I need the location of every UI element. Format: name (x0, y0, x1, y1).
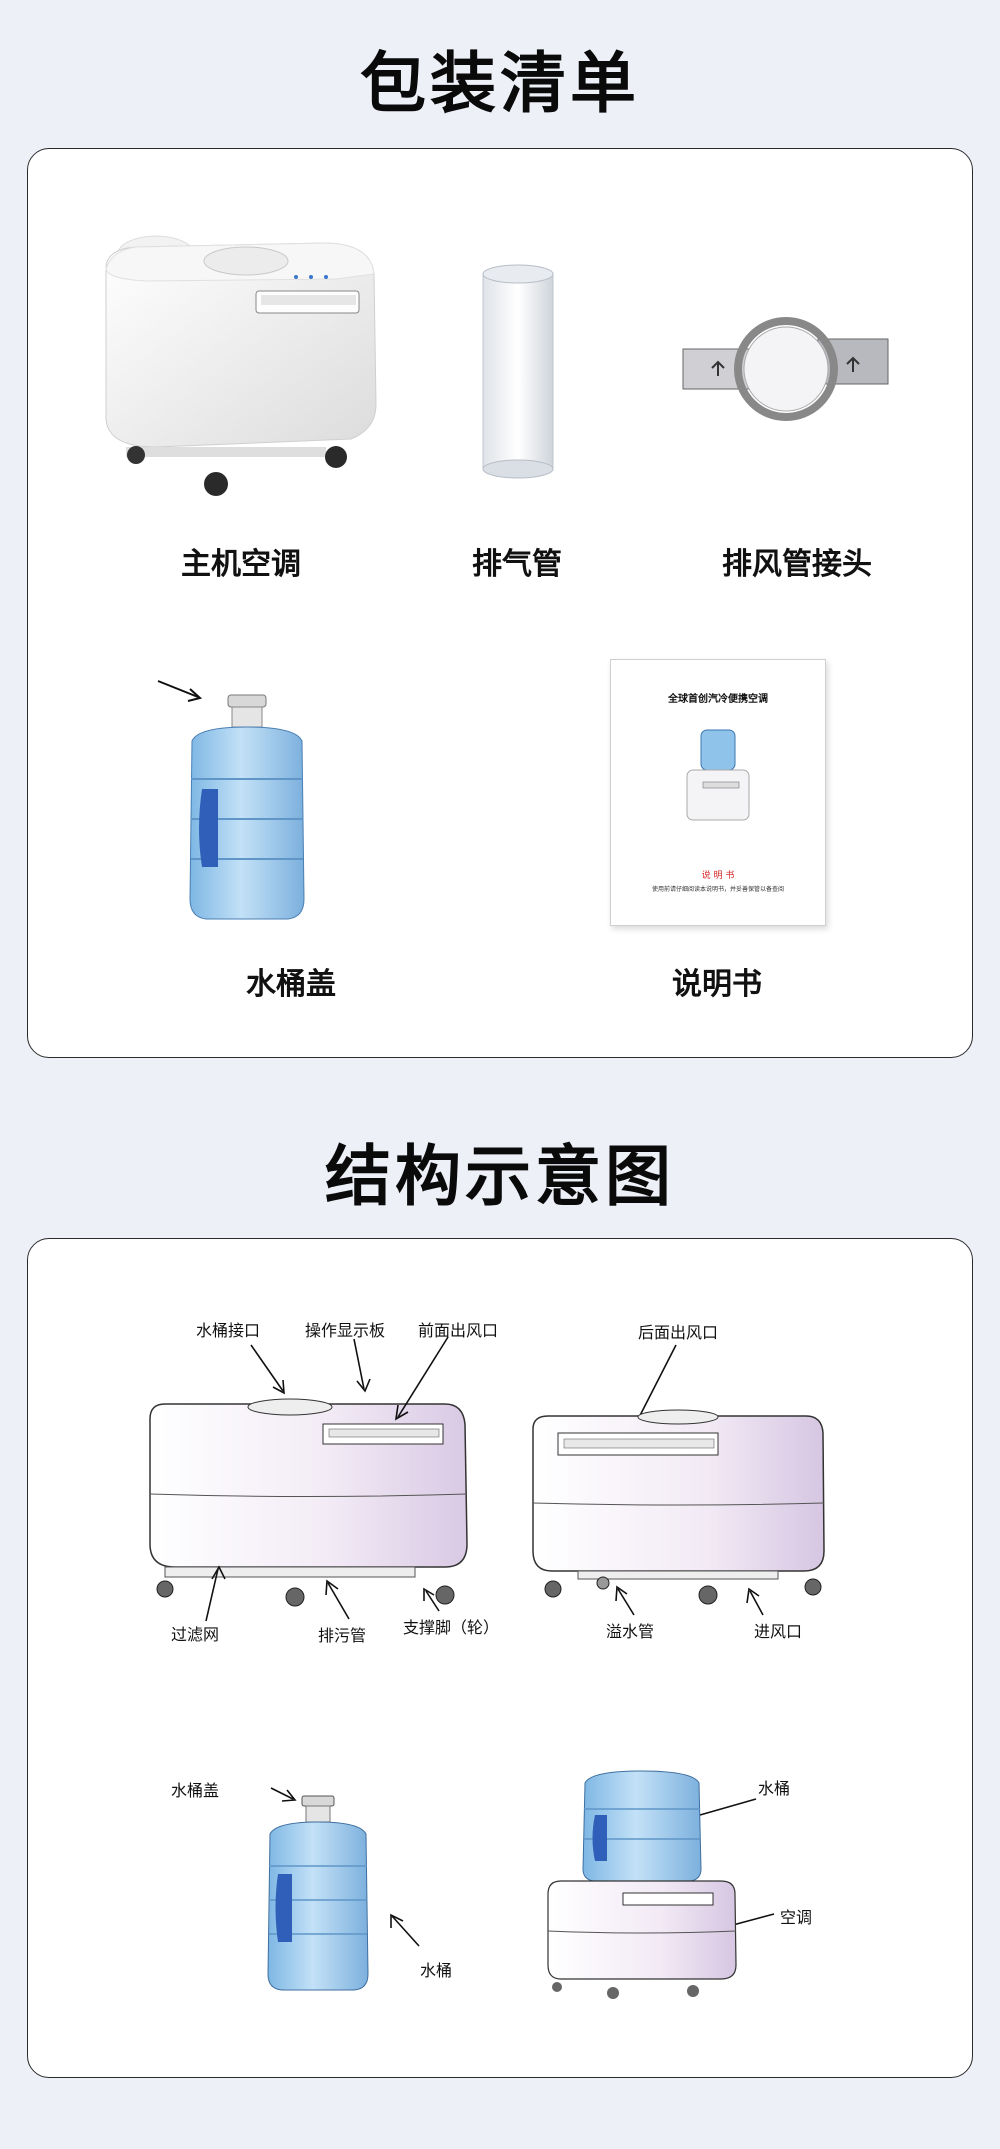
label-bucket-interface: 水桶接口 (196, 1321, 261, 1340)
assembled-view-unit (543, 1769, 743, 1999)
item-label-bucket-cap: 水桶盖 (246, 967, 336, 1002)
main-unit-image (96, 229, 386, 499)
back-view-unit (528, 1409, 828, 1611)
label-control-panel: 操作显示板 (305, 1321, 386, 1340)
label-bucket: 水桶 (420, 1961, 453, 1980)
manual-cover-title: 全球首创汽冷便携空调 (668, 694, 768, 705)
structure-card: 水桶接口 操作显示板 前面出风口 过滤网 排污管 支撑脚（轮） 后面出风口 溢水… (27, 1238, 973, 2078)
bucket-cap-image (157, 679, 338, 939)
label-support-wheels: 支撑脚（轮） (403, 1618, 500, 1637)
exhaust-pipe-image (478, 264, 558, 479)
manual-image: 全球首创汽冷便携空调 说 明 书 使用前请仔细阅读本说明书，并妥善保管以备查阅 (610, 659, 826, 926)
label-drain-pipe: 排污管 (318, 1626, 367, 1645)
item-label-main-unit: 主机空调 (181, 547, 301, 582)
manual-cover-subtitle: 说 明 书 (701, 871, 735, 881)
label-rear-outlet: 后面出风口 (638, 1323, 719, 1342)
label-front-outlet: 前面出风口 (418, 1321, 499, 1340)
packing-title: 包装清单 (360, 45, 640, 122)
label-assembled-ac: 空调 (780, 1908, 813, 1927)
manual-cover-note: 使用前请仔细阅读本说明书，并妥善保管以备查阅 (651, 886, 784, 893)
diagram-bucket-image (250, 1794, 390, 1994)
structure-title: 结构示意图 (325, 1138, 675, 1215)
label-air-inlet: 进风口 (754, 1622, 803, 1641)
packing-card: 主机空调 排气管 排风管接头 (27, 148, 973, 1058)
item-label-manual: 说明书 (672, 967, 762, 1002)
item-label-exhaust-pipe: 排气管 (472, 547, 562, 582)
exhaust-connector-image (678, 314, 898, 424)
label-bucket-cap: 水桶盖 (171, 1781, 220, 1800)
label-filter: 过滤网 (171, 1625, 220, 1644)
item-label-exhaust-connector: 排风管接头 (722, 547, 872, 582)
structure-arrows (205, 1336, 775, 1947)
front-view-unit (145, 1398, 475, 1619)
label-overflow-pipe: 溢水管 (606, 1622, 655, 1641)
label-assembled-bucket: 水桶 (758, 1779, 791, 1798)
